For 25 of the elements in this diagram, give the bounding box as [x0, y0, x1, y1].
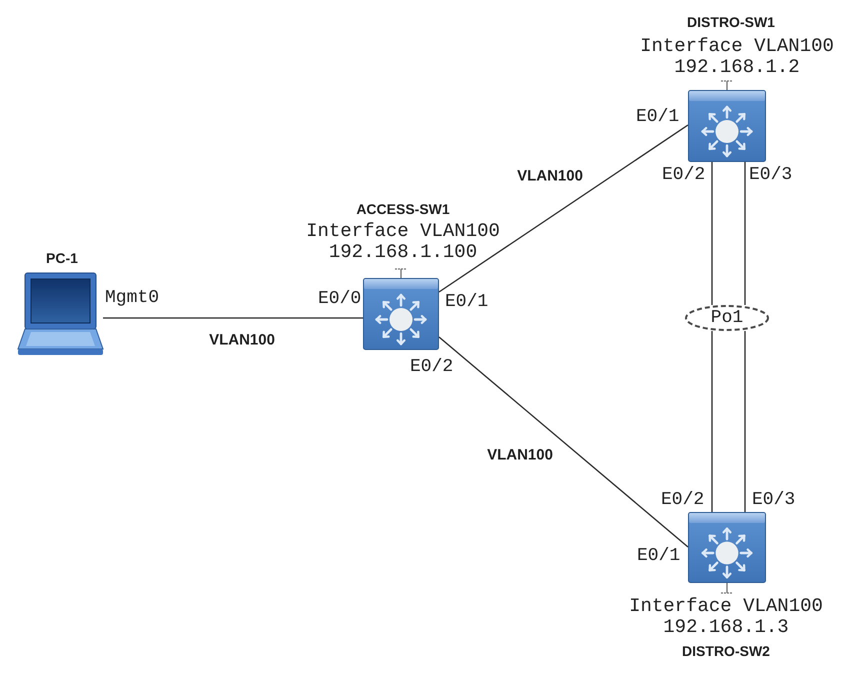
port-label: E0/2	[410, 358, 454, 376]
link-line	[711, 162, 713, 305]
link-line	[438, 124, 688, 293]
port-label: E0/3	[752, 491, 796, 509]
device-name: PC-1	[46, 250, 78, 266]
link-line	[744, 331, 746, 512]
port-label: E0/1	[636, 108, 680, 126]
port-label: E0/1	[637, 547, 680, 565]
port-label: Mgmt0	[105, 289, 160, 307]
link-line	[711, 331, 713, 512]
port-label: E0/0	[318, 290, 362, 308]
port-channel-name: Po1	[710, 309, 744, 327]
device-name: DISTRO-SW2	[682, 643, 770, 659]
port-label: E0/1	[445, 293, 488, 311]
link-line	[103, 317, 363, 319]
device-name: DISTRO-SW1	[687, 14, 775, 30]
interface-address: Interface VLAN100 192.168.1.100	[305, 221, 501, 263]
device-name: ACCESS-SW1	[356, 201, 450, 217]
interface-address: Interface VLAN100 192.168.1.2	[639, 36, 835, 78]
port-label: E0/2	[662, 166, 706, 184]
interface-address: Interface VLAN100 192.168.1.3	[628, 596, 824, 638]
port-label: E0/2	[661, 491, 704, 509]
link-line	[744, 162, 746, 305]
link-line	[438, 336, 688, 548]
port-label: E0/3	[749, 166, 792, 184]
